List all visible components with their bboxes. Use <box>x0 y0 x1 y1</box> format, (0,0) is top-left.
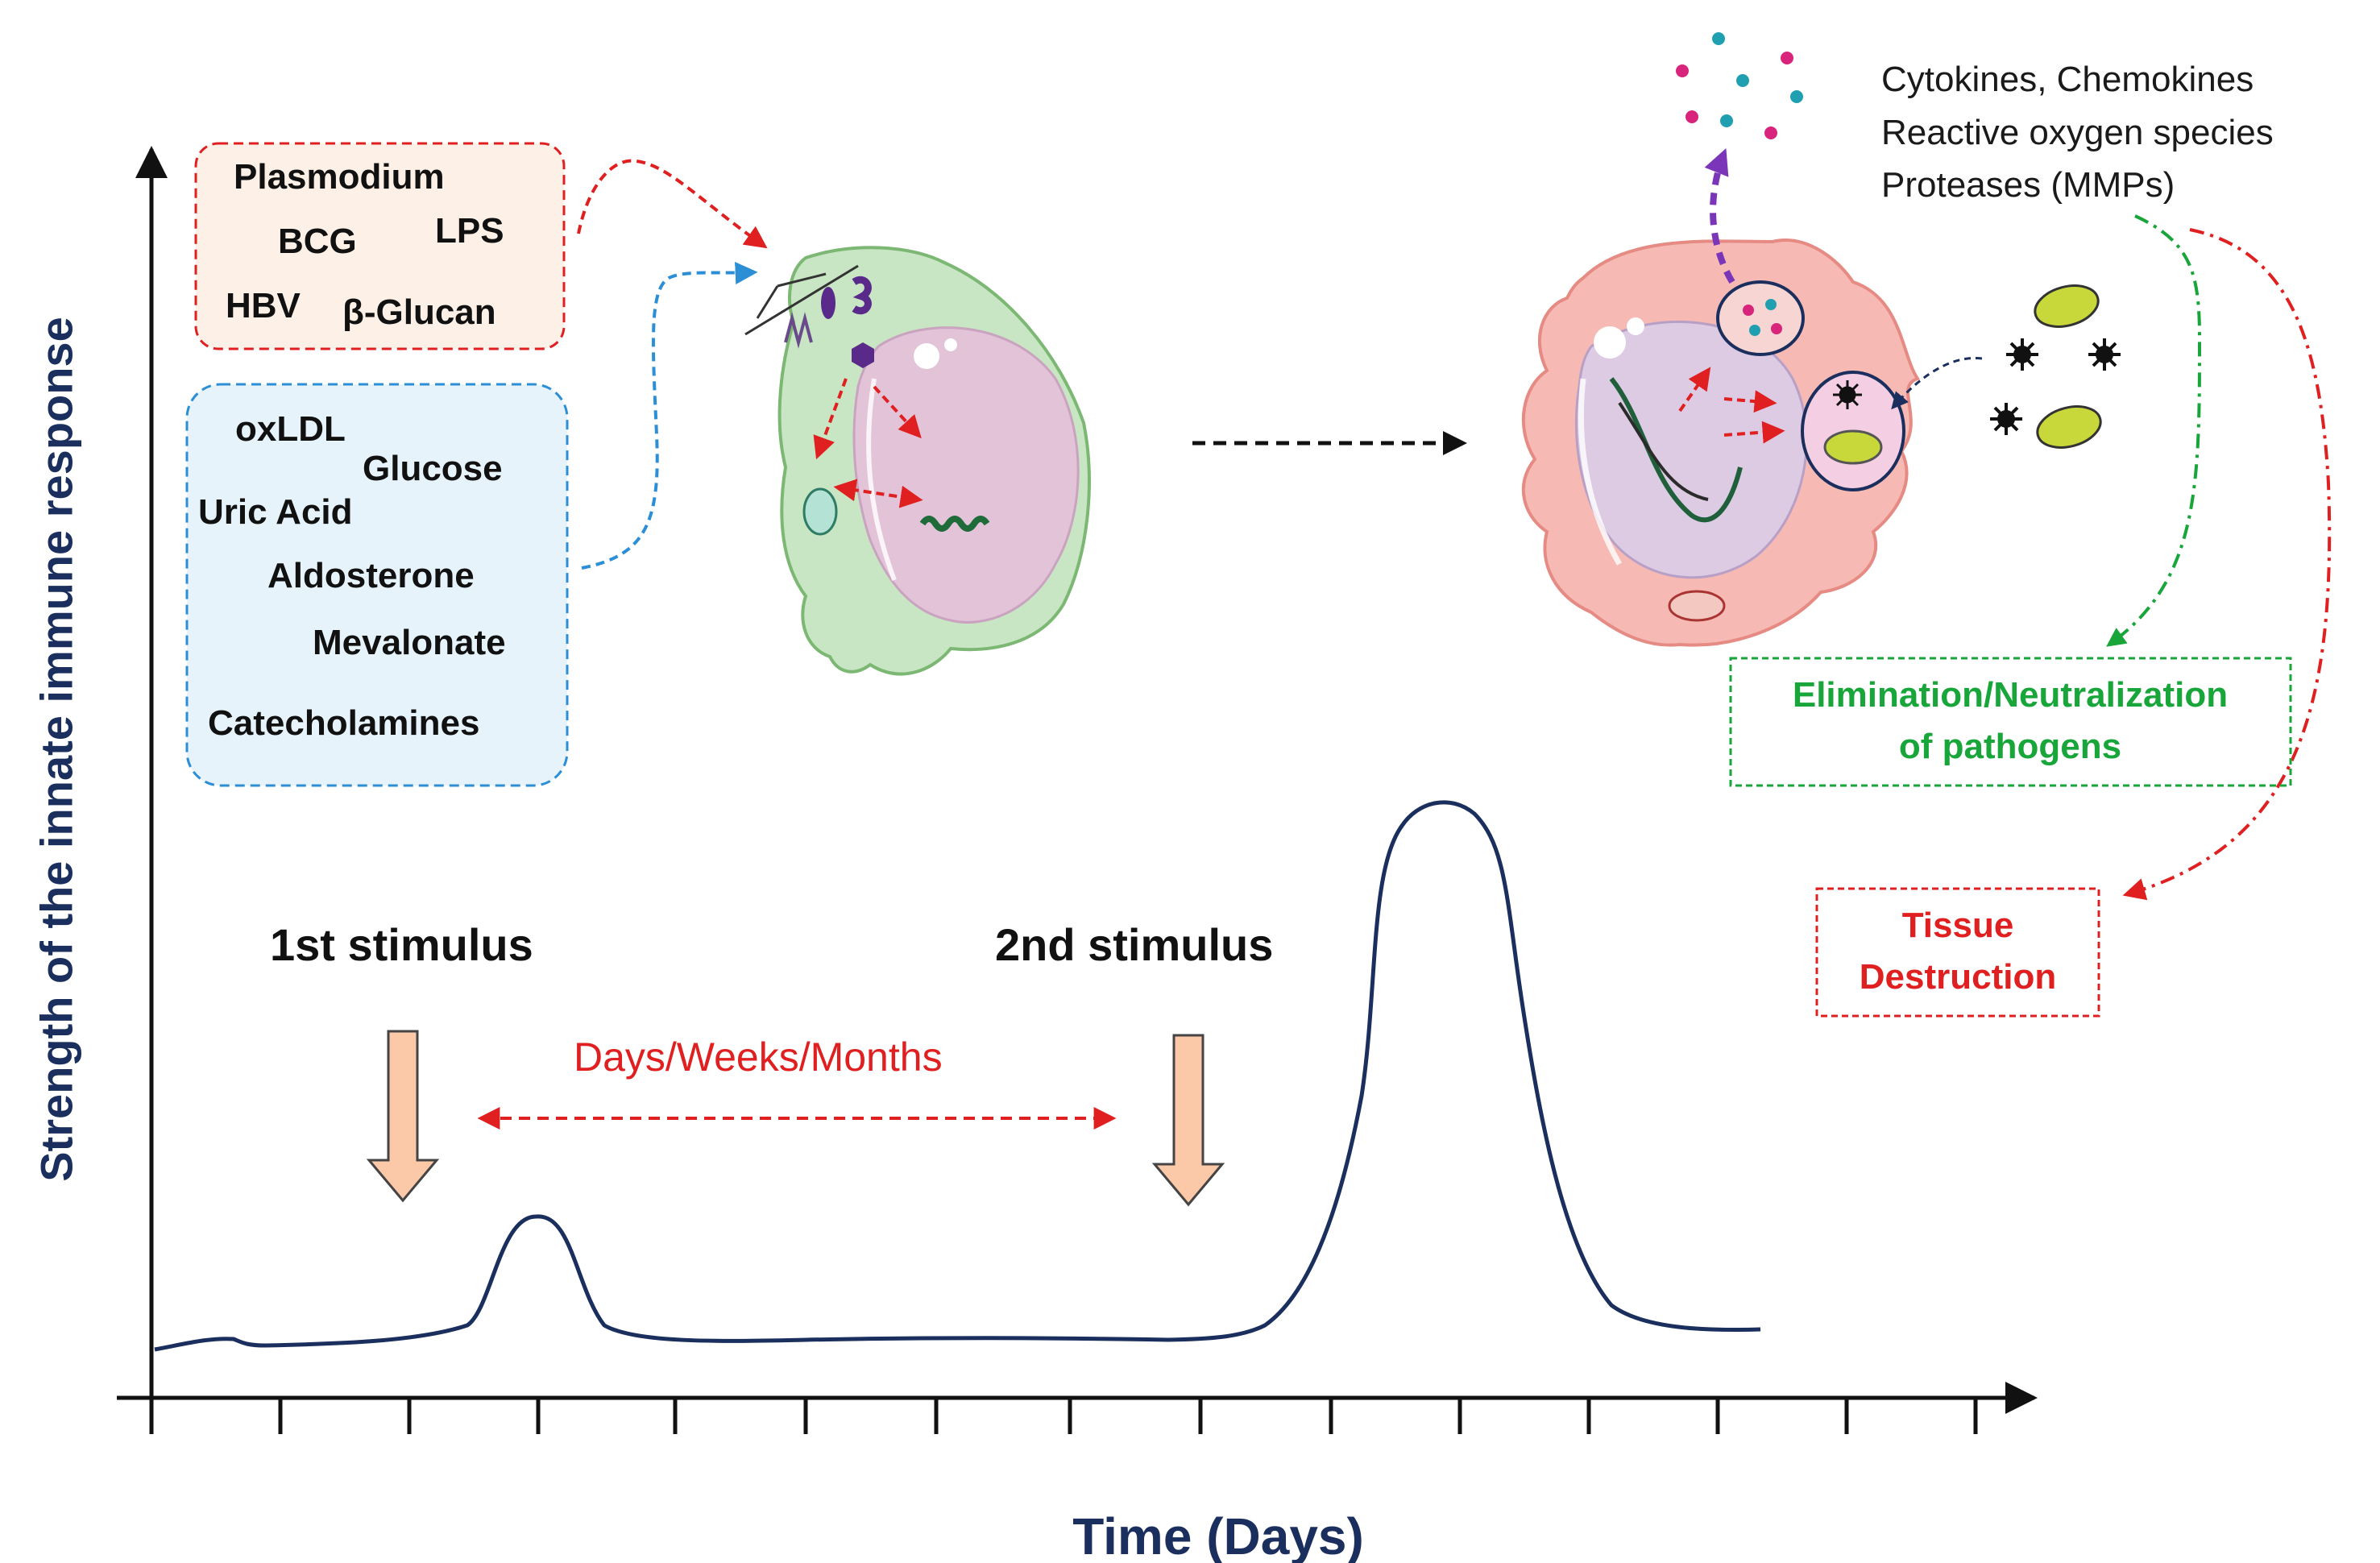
stimulus-aldosterone: Aldosterone <box>267 556 475 595</box>
naive-monocyte-cell <box>744 246 1091 676</box>
tissue-destruction-box <box>1815 887 2100 1018</box>
trained-macrophage-cell <box>1521 238 1921 647</box>
stimulus-glucose: Glucose <box>363 449 503 488</box>
second-stimulus-label: 2nd stimulus <box>995 919 1274 970</box>
first-stimulus-arrow <box>366 1030 440 1203</box>
elimination-label-line1: Elimination/Neutralization <box>1792 675 2229 715</box>
mediator-cytokines: Cytokines, Chemokines <box>1881 60 2254 99</box>
stimulus-uric-acid: Uric Acid <box>198 492 353 532</box>
stimulus-hbv: HBV <box>226 286 301 325</box>
stimulus-bcg: BCG <box>278 222 357 261</box>
ligand-icon <box>852 342 874 368</box>
x-axis-label: Time (Days) <box>1072 1507 1364 1563</box>
receptor-icon <box>784 312 813 349</box>
tissue-label-line2: Destruction <box>1859 957 2057 997</box>
endogenous-stimuli-box <box>185 383 569 787</box>
tissue-destruction-arrow <box>2122 228 2332 901</box>
receptor-icon <box>852 276 872 315</box>
stimulus-catecholamines: Catecholamines <box>208 703 480 743</box>
stimulus-oxldl: oxLDL <box>235 409 346 449</box>
mediator-ros: Reactive oxygen species <box>1881 113 2274 152</box>
stimulus-mevalonate: Mevalonate <box>313 623 506 662</box>
external-pathogens-icon <box>1990 284 2121 449</box>
immune-response-curve <box>154 800 1761 1352</box>
second-stimulus-arrow <box>1151 1034 1225 1207</box>
elimination-arrow <box>2106 214 2202 647</box>
tissue-label-line1: Tissue <box>1901 906 2014 945</box>
bacterium-icon <box>1823 429 1883 465</box>
pathogen-icon <box>1833 380 1862 409</box>
mitochondrion <box>802 487 838 536</box>
interval-label: Days/Weeks/Months <box>574 1034 943 1080</box>
stimulus-lps: LPS <box>435 211 504 251</box>
chromatin-icon <box>1609 377 1743 523</box>
secreted-mediators-icon <box>1676 32 1803 139</box>
stimulus-beta-glucan: β-Glucan <box>342 292 496 332</box>
nucleus <box>852 326 1080 624</box>
nucleus <box>1574 320 1808 579</box>
vesicle <box>1716 280 1805 356</box>
first-stimulus-label: 1st stimulus <box>270 919 533 970</box>
receptor-icon <box>821 287 835 319</box>
chromatin-icon <box>919 516 990 532</box>
secretion-arrow <box>1704 148 1735 284</box>
axes <box>117 146 2038 1434</box>
phagocytosis-arrow <box>1891 356 1983 410</box>
mediator-proteases: Proteases (MMPs) <box>1881 165 2175 205</box>
exogenous-stimuli-box <box>194 142 566 350</box>
receptor-bracket <box>744 264 859 336</box>
elimination-label-line2: of pathogens <box>1898 727 2122 766</box>
mitochondrion <box>1668 590 1726 622</box>
exogenous-to-receptor-arrow <box>577 159 768 249</box>
y-axis-label: Strength of the innate immune response <box>31 317 82 1182</box>
elimination-box <box>1729 657 2292 787</box>
x-axis-ticks <box>149 1398 1978 1434</box>
endogenous-to-receptor-arrow <box>581 262 758 570</box>
stimulus-plasmodium: Plasmodium <box>234 157 445 197</box>
